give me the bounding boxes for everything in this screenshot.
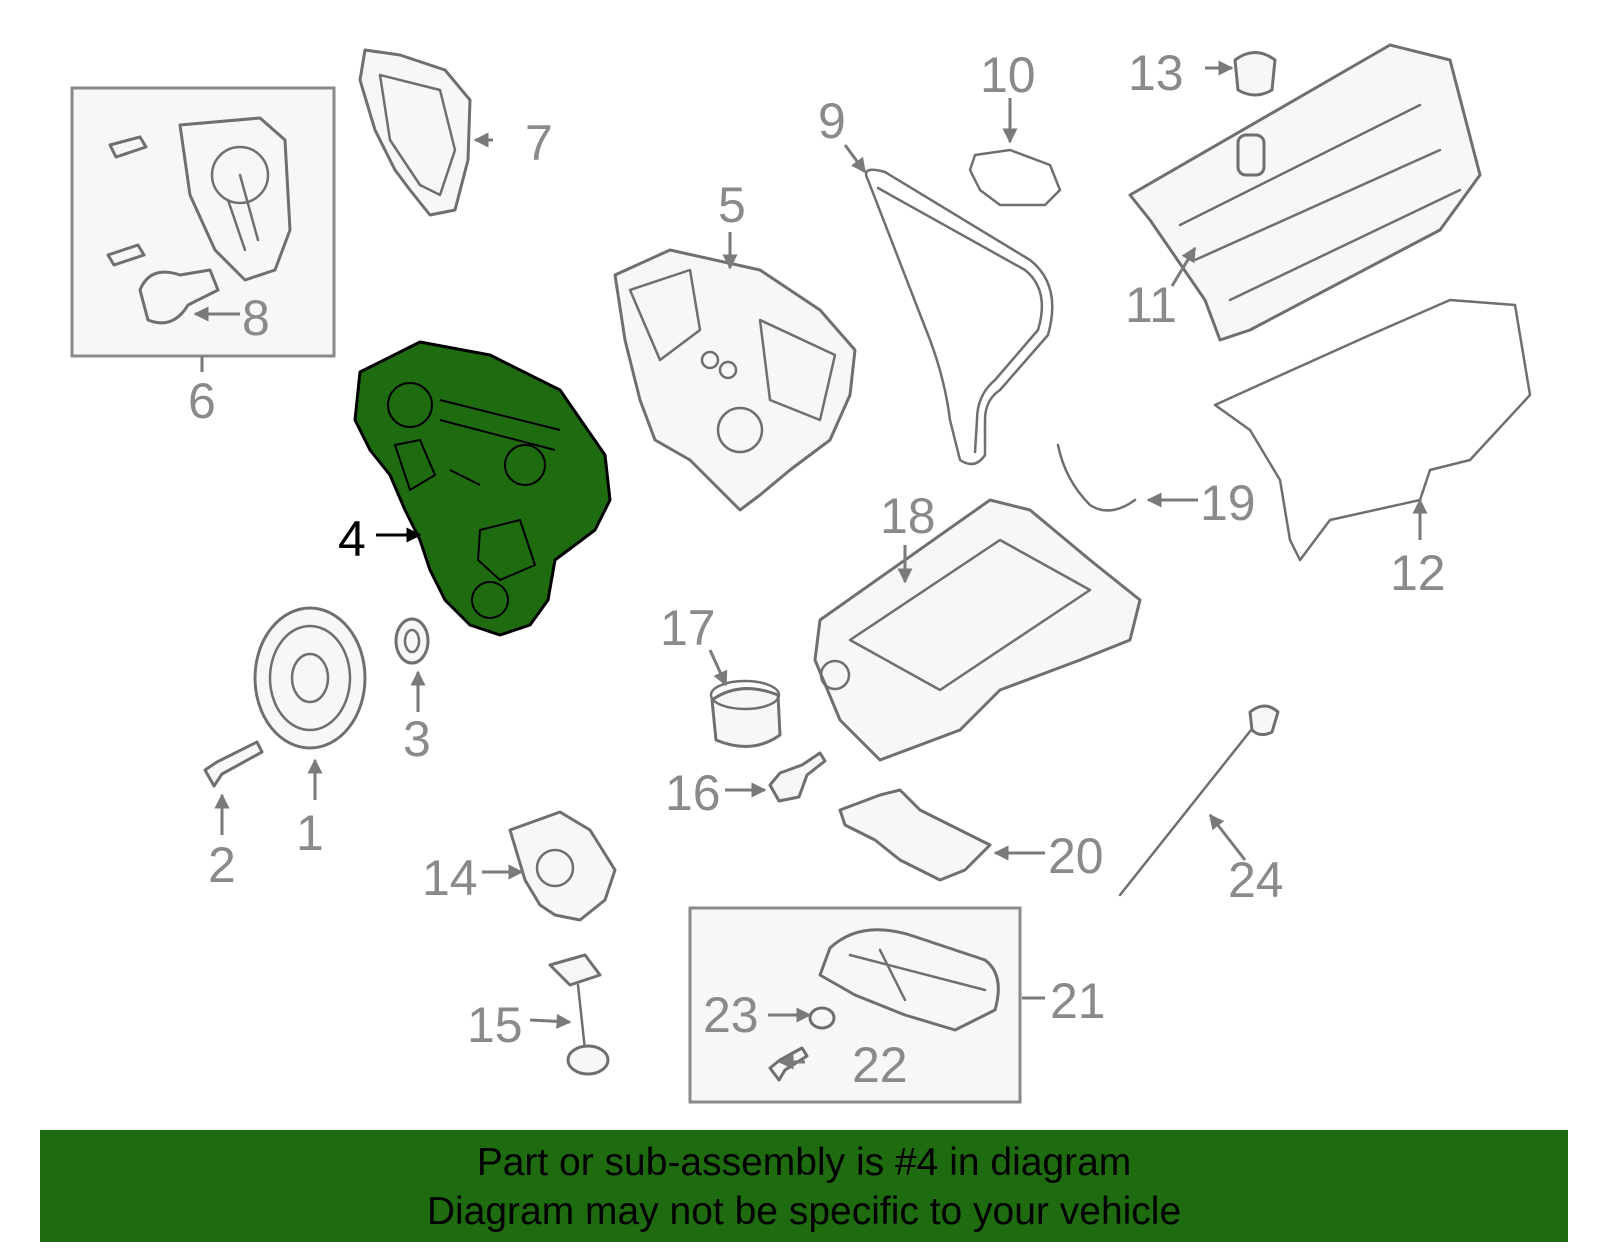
callout-13: 13 (1128, 45, 1184, 101)
water-pump-drawing (106, 116, 292, 325)
part-21-lower-oil-pan (818, 928, 1000, 1032)
callout-15: 15 (467, 997, 523, 1053)
callout-16: 16 (665, 765, 721, 821)
callout-20: 20 (1048, 828, 1104, 884)
callout-14: 14 (422, 850, 478, 906)
callout-18: 18 (880, 488, 936, 544)
callout-1: 1 (296, 805, 324, 861)
part-1-pulley (253, 606, 367, 750)
part-5-timing-cover (613, 248, 857, 512)
callout-9: 9 (818, 93, 846, 149)
part-20-baffle (838, 788, 992, 882)
banner-line-part: Part or sub-assembly is #4 in diagram (476, 1141, 1132, 1184)
part-2-bolt (203, 740, 264, 788)
part-24-dipstick (1118, 704, 1280, 897)
callout-10: 10 (980, 47, 1036, 103)
callout-2: 2 (208, 837, 236, 893)
part-18-upper-oil-pan (813, 498, 1142, 762)
callout-11: 11 (1125, 277, 1177, 333)
part-16-sensor (768, 751, 827, 803)
callout-5: 5 (718, 177, 746, 233)
banner-line-disclaimer: Diagram may not be specific to your vehi… (426, 1190, 1182, 1233)
callout-8: 8 (242, 290, 270, 346)
part-12-valve-cover-gasket (1213, 298, 1532, 562)
part-7-gasket (358, 48, 472, 217)
callout-3: 3 (403, 711, 431, 767)
callout-24: 24 (1228, 852, 1284, 908)
callout-22: 22 (852, 1037, 908, 1093)
callout-7: 7 (525, 115, 553, 171)
part-19-gasket (1056, 443, 1137, 512)
part-13-oil-cap (1233, 51, 1277, 97)
part-10-gasket (968, 148, 1062, 207)
callout-21: 21 (1050, 973, 1106, 1029)
part-14-oil-pump (508, 810, 617, 922)
part-3-seal (394, 617, 430, 665)
callout-23: 23 (703, 987, 759, 1043)
part-11-valve-cover (1128, 43, 1482, 342)
info-banner: Part or sub-assembly is #4 in diagram Di… (40, 1130, 1568, 1242)
part-4-front-cover-highlighted (353, 340, 612, 637)
callout-12: 12 (1390, 545, 1446, 601)
callout-17: 17 (660, 600, 716, 656)
part-15-oil-strainer (548, 953, 610, 1076)
callout-19: 19 (1200, 475, 1256, 531)
part-9-timing-chain (864, 168, 1054, 466)
callout-6: 6 (188, 373, 216, 429)
part-23-washer (808, 1006, 836, 1030)
callout-4: 4 (338, 511, 366, 567)
part-17-oil-filter (709, 679, 782, 748)
